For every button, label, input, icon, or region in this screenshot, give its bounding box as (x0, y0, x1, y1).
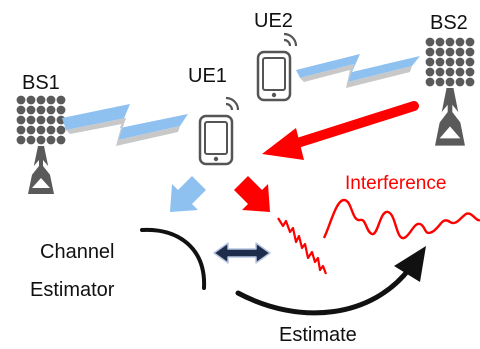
ue2-smartphone-icon (256, 32, 298, 102)
desired-signal-down-arrow (170, 176, 206, 212)
ue2-bs2-link (296, 54, 420, 88)
ue1-label: UE1 (188, 65, 227, 87)
bs2-label: BS2 (430, 12, 468, 34)
bs1-ue1-link (62, 104, 188, 146)
bs1-label: BS1 (22, 72, 60, 94)
bs1-tower-icon (16, 95, 66, 194)
bs2-tower-icon (425, 37, 475, 146)
channel-estimator-arc (140, 227, 207, 290)
interference-waveform (322, 198, 480, 240)
estimate-arrow (235, 246, 426, 316)
estimator-label: Estimator (30, 279, 115, 301)
estimate-label: Estimate (279, 324, 357, 346)
ue1-smartphone-icon (198, 96, 240, 166)
ue2-label: UE2 (254, 10, 293, 32)
channel-label: Channel (40, 241, 115, 263)
received-signal-waveform (277, 217, 328, 275)
interference-down-arrow (234, 176, 270, 212)
interference-arrow (262, 101, 419, 160)
interference-label: Interference (345, 173, 446, 194)
double-arrow-icon (213, 242, 271, 264)
